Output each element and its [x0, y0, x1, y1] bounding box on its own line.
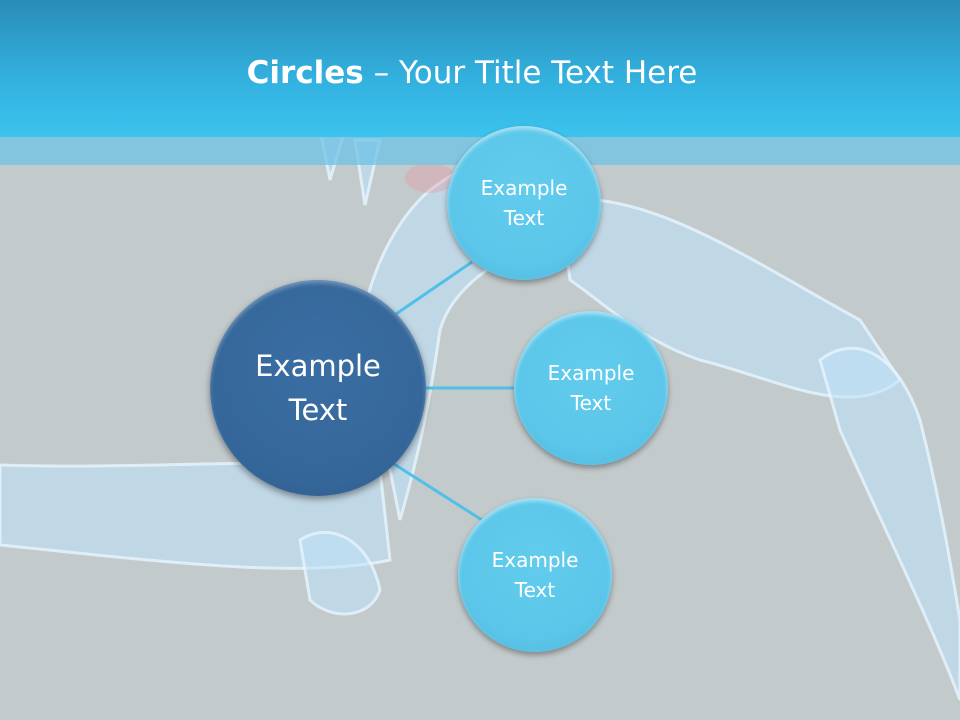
node-2-line2: Text [570, 391, 612, 415]
slide-title[interactable]: Circles – Your Title Text Here [0, 55, 944, 91]
connector-1 [395, 260, 473, 316]
node-3-line2: Text [514, 578, 556, 602]
node-3-line1: Example [491, 548, 579, 572]
node-1-line1: Example [480, 176, 568, 200]
node-1-line2: Text [503, 206, 545, 230]
node-2-line1: Example [547, 361, 635, 385]
center-line1: Example [255, 349, 381, 383]
connector-3 [393, 462, 483, 522]
title-bar [0, 0, 960, 137]
center-line2: Text [288, 393, 348, 427]
title-rest: – Your Title Text Here [363, 55, 698, 91]
title-bold: Circles [246, 55, 364, 91]
